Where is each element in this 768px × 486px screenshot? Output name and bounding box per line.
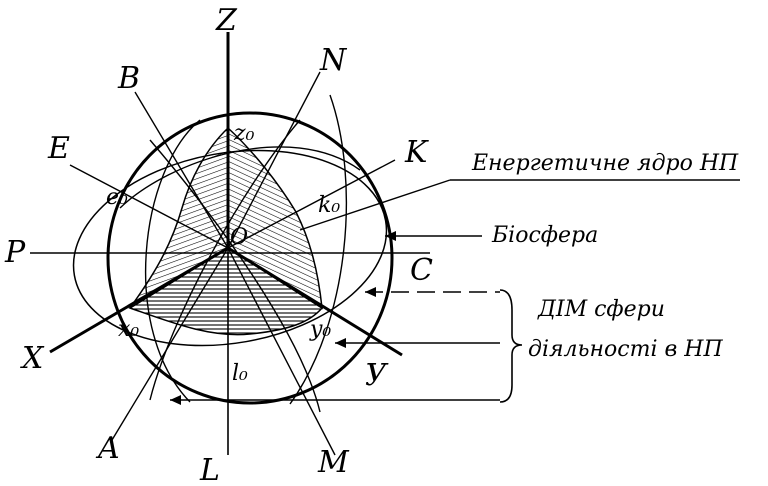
label-n: N <box>319 43 348 78</box>
point-o: О <box>230 225 248 250</box>
x-axis <box>49 246 229 354</box>
point-z0: z₀ <box>233 121 255 146</box>
n-axis <box>227 71 321 249</box>
biosphere-ellipse <box>72 149 388 347</box>
outer-sphere <box>106 111 394 405</box>
point-l0: l₀ <box>232 361 248 386</box>
annotation-labels: Енергетичне ядро НП Біосфера ДІМ сфери д… <box>471 151 739 362</box>
axes <box>30 32 430 456</box>
label-b: B <box>117 61 140 96</box>
y-axis <box>227 246 403 357</box>
label-k: K <box>404 135 429 170</box>
point-e0: e₀ <box>106 185 128 210</box>
label-a: A <box>95 431 120 466</box>
point-labels: z₀ О e₀ k₀ x₀ y₀ l₀ <box>106 121 340 386</box>
a-axis <box>111 247 229 441</box>
axis-labels: Z X У L P C A B E K M N <box>4 3 433 486</box>
core-caption: Енергетичне ядро НП <box>471 151 739 176</box>
point-x0: x₀ <box>118 317 139 342</box>
label-l: L <box>199 453 220 486</box>
point-k0: k₀ <box>318 193 340 218</box>
dim-caption-line2: діяльності в НП <box>528 337 723 362</box>
dim-caption-line1: ДІМ сфери <box>537 297 665 322</box>
m-axis <box>227 247 336 456</box>
k-axis <box>227 159 396 249</box>
dim-brace <box>499 289 523 403</box>
label-e: E <box>47 131 70 166</box>
biosphere-arrow <box>385 231 396 241</box>
b-axis <box>134 91 229 249</box>
leaders <box>170 179 740 405</box>
label-c: C <box>410 253 433 288</box>
label-x: X <box>20 341 45 376</box>
label-z: Z <box>215 3 238 38</box>
core-leader <box>299 179 451 231</box>
energy-core <box>128 126 324 336</box>
point-y0: y₀ <box>309 317 331 342</box>
e-axis <box>69 164 229 249</box>
label-y: У <box>365 358 389 393</box>
label-p: P <box>4 235 26 270</box>
label-m: M <box>317 445 350 480</box>
biosphere-caption: Біосфера <box>491 223 598 248</box>
